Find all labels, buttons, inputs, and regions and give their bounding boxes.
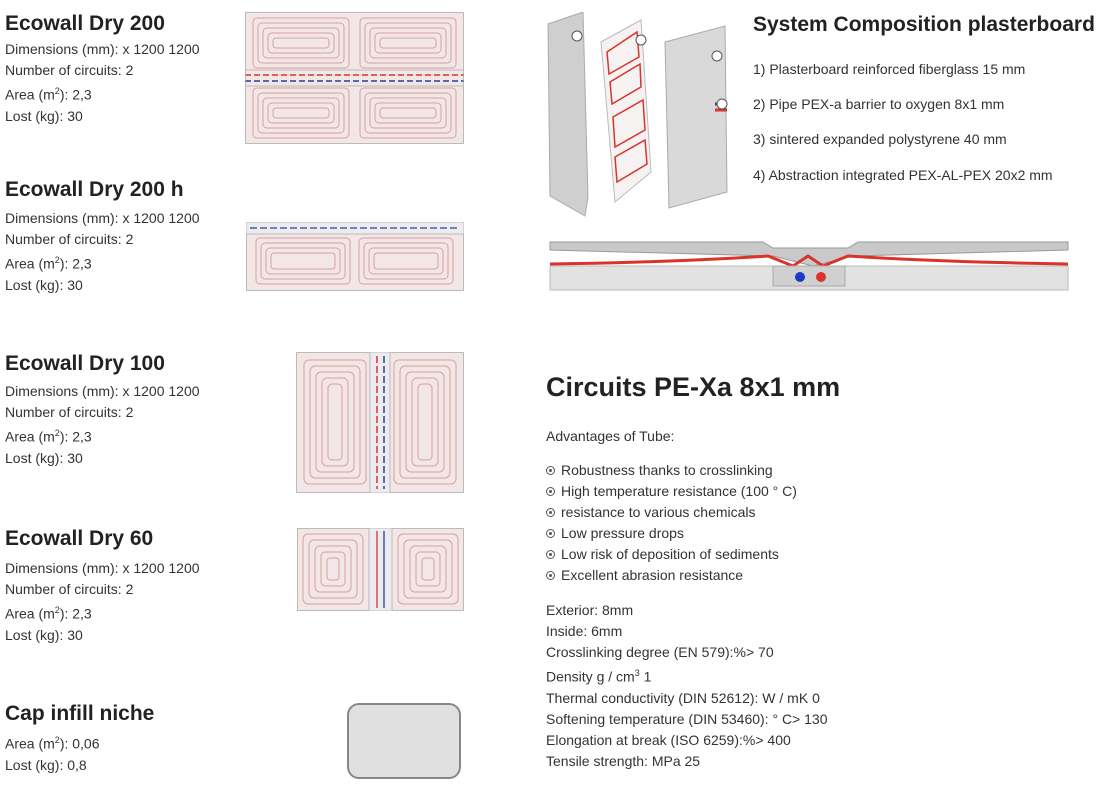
product-specs: Dimensions (mm): x 1200 1200 Number of c… [5, 558, 200, 646]
panel-dry-200-image [245, 12, 464, 144]
spec-elongation: Elongation at break (ISO 6259):%> 400 [546, 731, 791, 748]
area-text: Area (m2): 2,3 [5, 600, 200, 625]
area-text: Area (m2): 2,3 [5, 423, 200, 448]
composition-title: System Composition plasterboard [753, 13, 1095, 36]
product-specs: Dimensions (mm): x 1200 1200 Number of c… [5, 381, 200, 469]
bullet-icon [546, 466, 555, 475]
panel-dry-60-image [297, 528, 464, 611]
area-unit: 2 [54, 86, 60, 96]
area-text: Area (m2): 2,3 [5, 250, 200, 275]
system-composition-image [547, 12, 728, 217]
bullet-icon [546, 487, 555, 496]
spec-density: Density g / cm3 1 [546, 663, 827, 688]
product-specs: Dimensions (mm): x 1200 1200 Number of c… [5, 39, 200, 127]
product-specs: Dimensions (mm): x 1200 1200 Number of c… [5, 208, 200, 296]
advantage-text: High temperature resistance (100 ° C) [561, 483, 797, 499]
advantage-text: resistance to various chemicals [561, 504, 756, 520]
spec-exterior: Exterior: 8mm [546, 602, 634, 618]
panel-dry-200h-image [246, 222, 464, 291]
area-unit: 2 [54, 255, 60, 265]
panel-dry-100-image [296, 352, 464, 493]
area-value: ): 0,06 [59, 735, 100, 752]
bullet-icon [546, 571, 555, 580]
area-label: Area (m [5, 428, 55, 445]
dimensions-text: Dimensions (mm): x 1200 1200 [5, 560, 200, 576]
composition-item: 4) Abstraction integrated PEX-AL-PEX 20x… [753, 167, 1053, 183]
tube-specs: Exterior: 8mm Inside: 6mm Crosslinking d… [546, 600, 827, 772]
product-title: Ecowall Dry 200 h [5, 178, 184, 201]
area-unit: 2 [54, 428, 60, 438]
circuits-text: Number of circuits: 2 [5, 404, 134, 420]
list-item: Low risk of deposition of sediments [546, 544, 797, 565]
product-title: Ecowall Dry 100 [5, 352, 165, 375]
spec-tensile: Tensile strength: MPa 25 [546, 752, 701, 769]
area-value: ): 2,3 [59, 255, 92, 272]
composition-item: 2) Pipe PEX-a barrier to oxygen 8x1 mm [753, 96, 1005, 112]
dimensions-text: Dimensions (mm): x 1200 1200 [5, 210, 200, 226]
list-item: High temperature resistance (100 ° C) [546, 481, 797, 502]
spec-thermal: Thermal conductivity (DIN 52612): W / mK… [546, 689, 820, 706]
area-unit: 2 [54, 735, 60, 745]
density-value: 1 [639, 668, 652, 685]
spec-crosslinking: Crosslinking degree (EN 579):%> 70 [546, 644, 774, 660]
area-text: Area (m2): 2,3 [5, 81, 200, 106]
area-label: Area (m [5, 86, 55, 103]
list-item: Low pressure drops [546, 523, 797, 544]
area-value: ): 2,3 [59, 605, 92, 622]
circuits-text: Number of circuits: 2 [5, 62, 134, 78]
advantage-text: Low risk of deposition of sediments [561, 546, 779, 562]
lost-text: Lost (kg): 30 [5, 626, 83, 643]
density-exp: 3 [634, 668, 640, 678]
product-specs: Area (m2): 0,06 Lost (kg): 0,8 [5, 730, 100, 776]
lost-text: Lost (kg): 30 [5, 107, 83, 124]
product-title: Ecowall Dry 60 [5, 527, 154, 550]
product-title: Cap infill niche [5, 702, 155, 725]
area-label: Area (m [5, 735, 55, 752]
list-item: resistance to various chemicals [546, 502, 797, 523]
cross-section-image [549, 241, 1069, 291]
list-item: Excellent abrasion resistance [546, 565, 797, 586]
circuits-title: Circuits PE-Xa 8x1 mm [546, 372, 841, 402]
area-label: Area (m [5, 605, 55, 622]
composition-item: 1) Plasterboard reinforced fiberglass 15… [753, 61, 1026, 77]
list-item: Robustness thanks to crosslinking [546, 460, 797, 481]
area-value: ): 2,3 [59, 86, 92, 103]
advantage-text: Robustness thanks to crosslinking [561, 462, 773, 478]
bullet-icon [546, 529, 555, 538]
area-value: ): 2,3 [59, 428, 92, 445]
product-title: Ecowall Dry 200 [5, 12, 165, 35]
lost-text: Lost (kg): 30 [5, 449, 83, 466]
dimensions-text: Dimensions (mm): x 1200 1200 [5, 383, 200, 399]
cap-infill-niche-image [347, 703, 461, 779]
area-text: Area (m2): 0,06 [5, 730, 100, 755]
spec-softening: Softening temperature (DIN 53460): ° C> … [546, 710, 828, 727]
circuits-text: Number of circuits: 2 [5, 231, 134, 247]
advantages-heading: Advantages of Tube: [546, 428, 675, 444]
advantage-text: Low pressure drops [561, 525, 684, 541]
density-label: Density g / cm [546, 668, 635, 685]
composition-item: 3) sintered expanded polystyrene 40 mm [753, 131, 1007, 147]
circuits-text: Number of circuits: 2 [5, 581, 134, 597]
advantage-text: Excellent abrasion resistance [561, 567, 744, 583]
bullet-icon [546, 550, 555, 559]
area-unit: 2 [54, 605, 60, 615]
lost-text: Lost (kg): 30 [5, 276, 83, 293]
lost-text: Lost (kg): 0,8 [5, 756, 87, 773]
dimensions-text: Dimensions (mm): x 1200 1200 [5, 41, 200, 57]
area-label: Area (m [5, 255, 55, 272]
spec-inside: Inside: 6mm [546, 623, 623, 639]
bullet-icon [546, 508, 555, 517]
advantages-list: Robustness thanks to crosslinking High t… [546, 460, 797, 586]
